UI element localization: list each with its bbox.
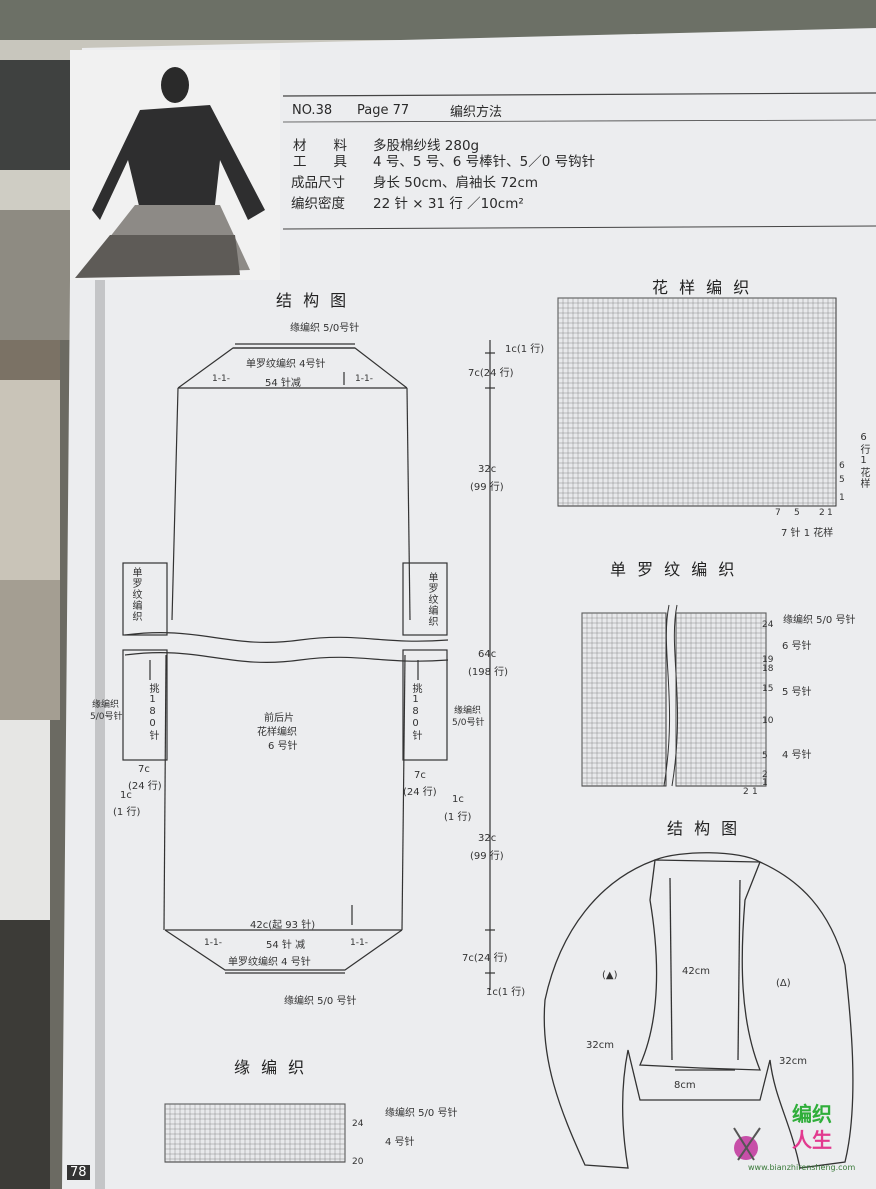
cardigan-8cm: 8cm (674, 1080, 696, 1091)
top-edge-label: 缘编织 5/0号针 (290, 323, 360, 334)
left-1r: (1 行) (113, 807, 141, 818)
spec-gauge-label: 编织密度 (291, 196, 345, 212)
cardigan-32cm-right: 32cm (779, 1056, 807, 1067)
side-edge-left-2: 5/0号针 (90, 712, 123, 722)
pickup-left: 挑180针 (147, 683, 158, 741)
edge-label: 缘编织 5/0 号针 (385, 1108, 458, 1119)
side-rib-right: 单罗纹编织 (426, 572, 437, 627)
header-method: 编织方法 (450, 105, 503, 120)
top-mark-right: 1-1- (355, 374, 373, 384)
rib-r1: 1 (762, 778, 768, 788)
bottom-rib: 单罗纹编织 4 号针 (228, 957, 311, 968)
cardigan-tri-marker: (▲) (602, 970, 618, 981)
yarn-ball-icon (733, 1127, 761, 1161)
cardigan-delta-marker: (Δ) (776, 978, 791, 989)
structure-title: 结 构 图 (276, 291, 350, 310)
dim-1c-bottom: 1c(1 行) (486, 987, 526, 998)
edge-title: 缘 编 织 (234, 1058, 308, 1077)
edge-r24: 24 (352, 1119, 364, 1129)
right-7c: 7c (414, 770, 426, 781)
rib-r5: 5 (762, 751, 768, 761)
spec-tools-label: 工 具 (293, 154, 347, 170)
rib-r24: 24 (762, 620, 774, 630)
cardigan-32cm-left: 32cm (586, 1040, 614, 1051)
rib-needle-4: 4 号针 (782, 750, 812, 761)
rib-needle-5: 5 号针 (782, 687, 812, 698)
pattern-n7: 7 (775, 508, 781, 518)
right-1r: (1 行) (444, 812, 472, 823)
right-24r: (24 行) (403, 787, 437, 798)
bottom-mark-left: 1-1- (204, 938, 222, 948)
dim-64c: 64c (478, 649, 497, 660)
pickup-right: 挑180针 (410, 683, 421, 741)
pattern-stitches-label: 7 针 1 花样 (781, 528, 834, 539)
structure2-title: 结 构 图 (667, 819, 741, 838)
bottom-edge: 缘编织 5/0 号针 (284, 996, 357, 1007)
right-1c: 1c (452, 794, 464, 805)
side-rib-left: 单罗纹编织 (130, 567, 141, 622)
rib-r19: 19 (762, 655, 774, 665)
body-name: 前后片 (264, 713, 294, 724)
dim-99-top: (99 行) (470, 482, 504, 493)
dim-7c-bottom: 7c(24 行) (462, 953, 508, 964)
dim-1c-top: 1c(1 行) (505, 344, 545, 355)
spec-material-value: 多股棉纱线 280g (373, 138, 480, 154)
dim-32c-top: 32c (478, 464, 497, 475)
logo-url: www.bianzhirensheng.com (748, 1163, 856, 1172)
pattern-rows-label: 6行1花样 (858, 432, 869, 489)
header-number: NO.38 (292, 103, 333, 118)
left-1c: 1c (120, 790, 132, 801)
pattern-r6: 6 (839, 461, 845, 471)
header-page: Page 77 (357, 103, 410, 118)
rib-r18: 18 (762, 664, 774, 674)
spec-gauge-value: 22 针 × 31 行 ／10cm² (373, 196, 524, 212)
bottom-width: 42c(起 93 针) (250, 920, 316, 931)
pattern-title: 花 样 编 织 (652, 278, 753, 297)
spec-material-label: 材 料 (293, 138, 347, 154)
dim-7c-top: 7c(24 行) (468, 368, 514, 379)
left-7c: 7c (138, 764, 150, 775)
pattern-r1: 1 (839, 493, 845, 503)
dim-32c-bottom: 32c (478, 833, 497, 844)
page-number: 78 (67, 1165, 90, 1180)
pattern-n2: 2 (819, 508, 825, 518)
rib-edge-label: 缘编织 5/0 号针 (783, 615, 856, 626)
top-mark-left: 1-1- (212, 374, 230, 384)
rib-needle-6: 6 号针 (782, 641, 812, 652)
rib-r10: 10 (762, 716, 774, 726)
edge-needle: 4 号针 (385, 1137, 415, 1148)
rib-r15: 15 (762, 684, 774, 694)
side-edge-right-2: 5/0号针 (452, 718, 485, 728)
top-rib-label: 单罗纹编织 4号针 (246, 359, 326, 370)
dim-99-bottom: (99 行) (470, 851, 504, 862)
logo-line2: 人生 (792, 1128, 832, 1152)
cardigan-42cm: 42cm (682, 966, 710, 977)
body-needle: 6 号针 (268, 741, 298, 752)
rib-c1: 1 (752, 787, 758, 797)
spec-size-value: 身长 50cm、肩袖长 72cm (373, 175, 539, 191)
side-edge-left-1: 缘编织 (92, 700, 120, 710)
body-pattern: 花样编织 (257, 727, 297, 738)
dim-198: (198 行) (468, 667, 509, 678)
rib-r2: 2 (762, 770, 768, 780)
rib-c2: 2 (743, 787, 749, 797)
left-24r: (24 行) (128, 781, 162, 792)
top-dec-label: 54 针减 (265, 378, 301, 389)
pattern-n5: 5 (794, 508, 800, 518)
logo-line1: 编织 (792, 1102, 832, 1126)
side-edge-right-1: 缘编织 (454, 706, 482, 716)
edge-r20: 20 (352, 1157, 364, 1167)
spec-size-label: 成品尺寸 (291, 175, 345, 191)
spec-tools-value: 4 号、5 号、6 号棒针、5／0 号钩针 (373, 154, 596, 170)
rib-title: 单 罗 纹 编 织 (610, 560, 738, 579)
pattern-n1: 1 (827, 508, 833, 518)
bottom-mark-right: 1-1- (350, 938, 368, 948)
bottom-dec: 54 针 减 (266, 940, 306, 951)
pattern-r5: 5 (839, 475, 845, 485)
